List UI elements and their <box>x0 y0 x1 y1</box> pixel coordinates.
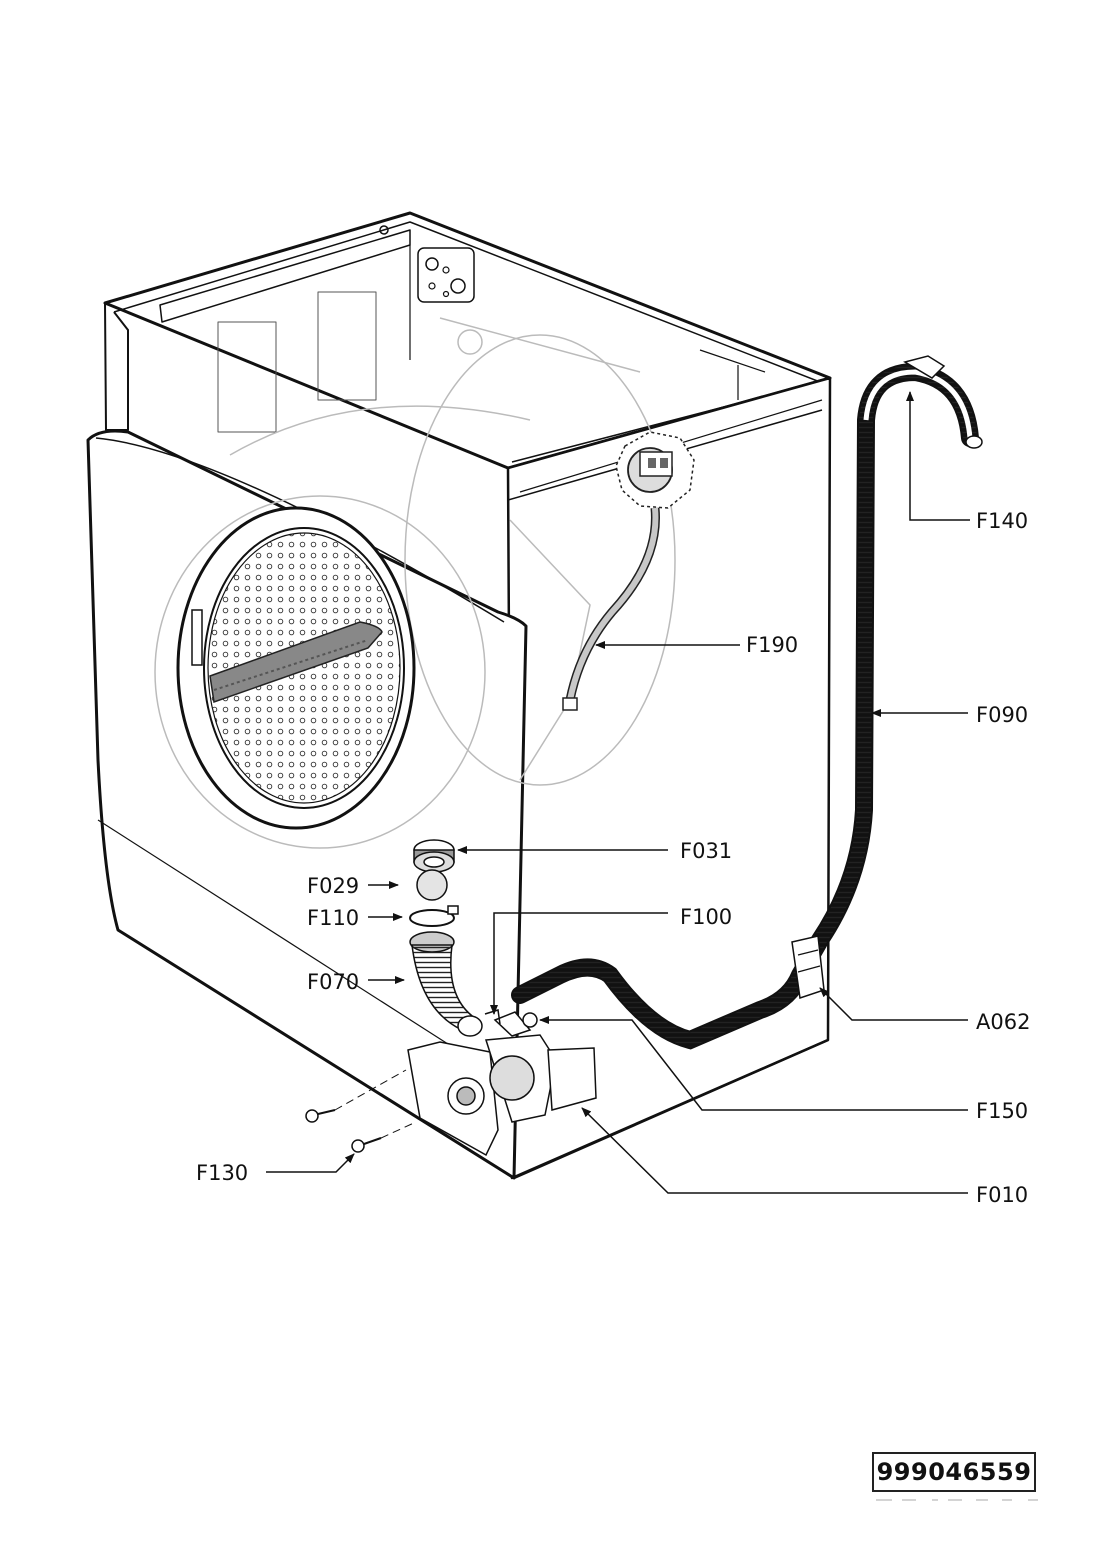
leader-F130 <box>266 1153 355 1173</box>
label-F029: F029 <box>307 874 359 898</box>
leader-F150 <box>539 1016 968 1111</box>
leader-F140 <box>906 391 970 521</box>
label-F190: F190 <box>746 633 798 657</box>
part-labels: F140 F190 F090 F031 F029 F110 F100 F070 … <box>196 509 1030 1207</box>
label-F090: F090 <box>976 703 1028 727</box>
door-opening <box>176 506 416 830</box>
label-F031: F031 <box>680 839 732 863</box>
leader-lines <box>266 391 970 1194</box>
leader-A062 <box>819 987 968 1021</box>
label-F010: F010 <box>976 1183 1028 1207</box>
pressure-switch <box>562 431 695 711</box>
leader-F010 <box>581 1107 968 1194</box>
faint-footnote-marks <box>876 1499 1038 1501</box>
label-F110: F110 <box>307 906 359 930</box>
label-F070: F070 <box>307 970 359 994</box>
label-F100: F100 <box>680 905 732 929</box>
leader-F100 <box>490 912 668 1015</box>
document-number: 999046559 <box>872 1452 1036 1492</box>
label-F130: F130 <box>196 1161 248 1185</box>
drain-hose <box>511 355 983 1050</box>
drain-pump-assembly <box>305 839 597 1157</box>
label-F140: F140 <box>976 509 1028 533</box>
drum-outline <box>154 317 676 849</box>
label-A062: A062 <box>976 1010 1030 1034</box>
label-F150: F150 <box>976 1099 1028 1123</box>
